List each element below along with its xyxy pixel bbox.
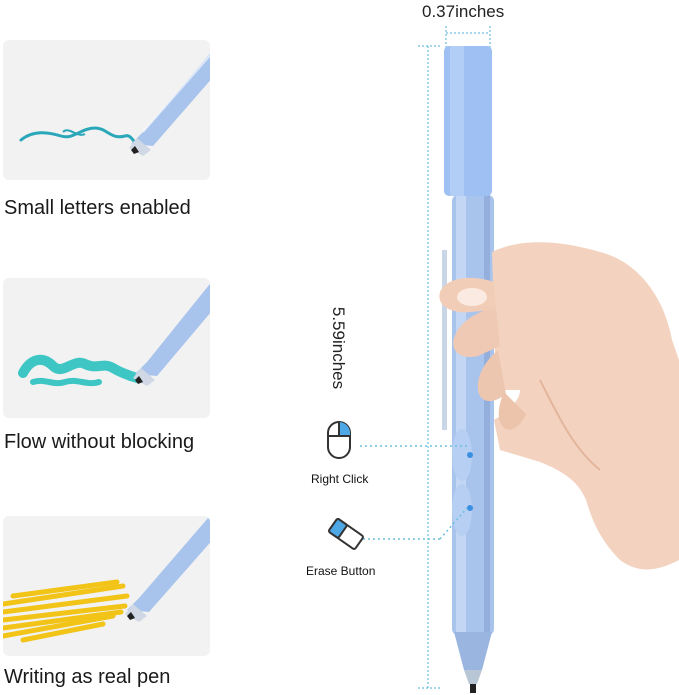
width-dimension-line [445, 26, 491, 48]
feature-card-small-letters [3, 40, 210, 180]
squiggle-stroke-icon [19, 53, 210, 156]
hand-illustration [439, 242, 679, 570]
feature-card-flow [3, 278, 210, 418]
right-click-label: Right Click [311, 472, 369, 486]
feature-card-real-pen [3, 516, 210, 656]
length-dimension-line [418, 45, 442, 689]
pen-tip-icon [133, 283, 210, 386]
pen-tip-icon [129, 53, 210, 156]
length-dimension-label: 5.59inches [329, 306, 348, 390]
mouse-icon [322, 418, 356, 464]
width-dimension-label: 0.37inches [422, 2, 505, 21]
feature-label-small-letters: Small letters enabled [4, 197, 191, 219]
scribble-fill-icon [3, 518, 210, 643]
brush-stroke-icon [18, 283, 210, 387]
eraser-icon [324, 512, 368, 556]
erase-button-label: Erase Button [306, 564, 376, 578]
feature-label-real-pen: Writing as real pen [4, 666, 171, 688]
pen-tip-icon [125, 518, 210, 622]
feature-label-flow: Flow without blocking [4, 431, 195, 453]
